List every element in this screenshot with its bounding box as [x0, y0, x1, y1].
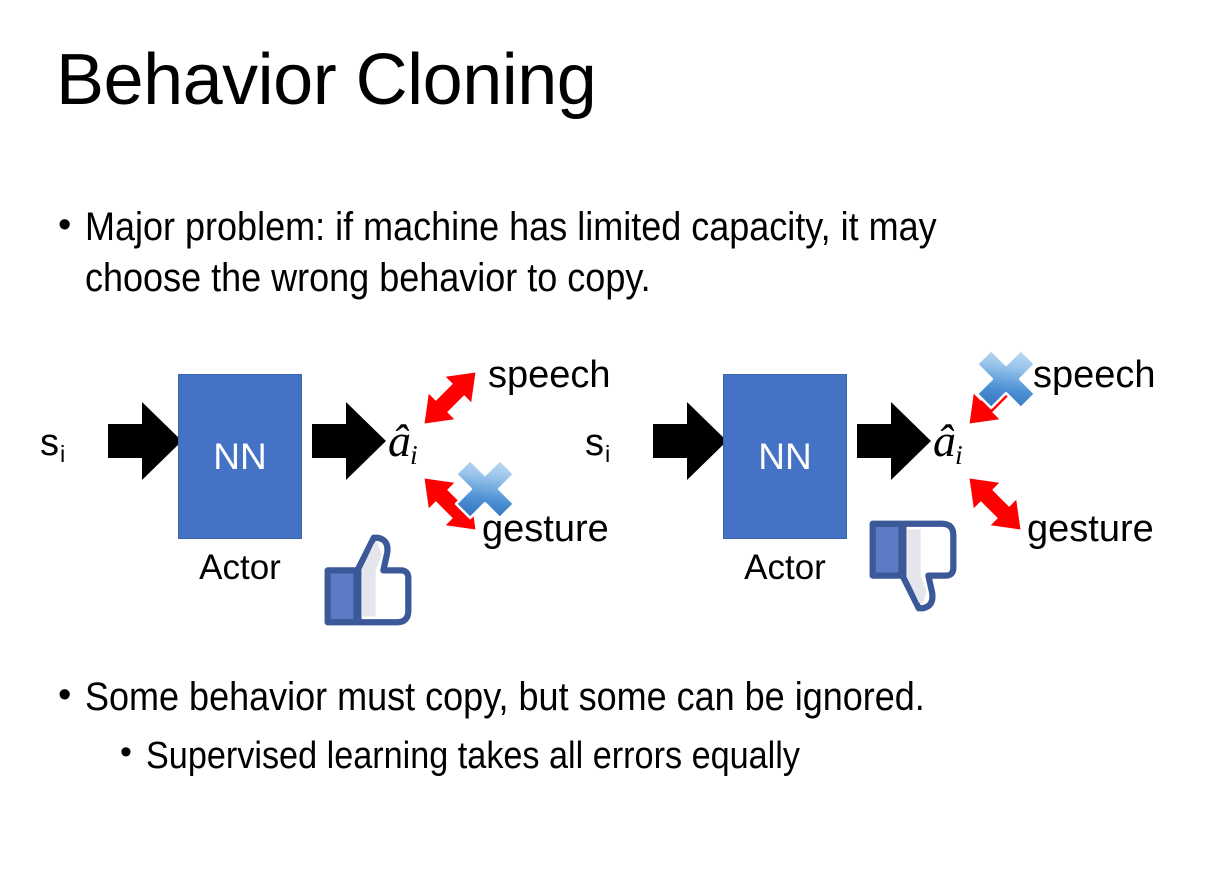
state-subscript: i: [605, 441, 611, 467]
nn-box-right: NN: [723, 374, 847, 539]
action-symbol: â: [388, 415, 411, 466]
arrow-shaft: [857, 424, 897, 458]
block-arrow-right-icon-out-left: [312, 402, 386, 480]
bullet-marker-icon: •: [58, 674, 72, 716]
arrow-head: [142, 402, 182, 480]
actor-label-right: Actor: [744, 548, 826, 587]
bullet-top-problem: • Major problem: if machine has limited …: [58, 202, 1178, 304]
bullet-bottom-primary-text: Some behavior must copy, but some can be…: [85, 675, 926, 719]
arrow-shaft: [653, 424, 693, 458]
diagram-right-bad-copy: si NN Actor âi speech gesture: [565, 340, 1156, 630]
state-label-left: si: [40, 422, 65, 466]
branch-label-speech-left: speech: [488, 354, 611, 396]
action-label-right: âi: [933, 415, 964, 469]
arrow-shaft: [108, 424, 148, 458]
bullet-marker-icon: •: [120, 733, 132, 771]
nn-label: NN: [213, 436, 267, 477]
bullet-bottom-primary: • Some behavior must copy, but some can …: [58, 672, 1188, 723]
state-label-right: si: [585, 422, 610, 466]
branch-label-gesture-right: gesture: [1027, 508, 1154, 550]
bullet-bottom-secondary-text: Supervised learning takes all errors equ…: [145, 735, 800, 777]
blue-x-icon-left-on-gesture: [454, 458, 516, 520]
block-arrow-right-icon-in-left: [108, 402, 182, 480]
bullet-bottom-secondary: • Supervised learning takes all errors e…: [120, 732, 1190, 781]
state-symbol: s: [585, 422, 604, 464]
blue-x-icon-right-on-speech: [975, 348, 1037, 410]
arrow-shaft: [312, 424, 352, 458]
diagram-left-good-copy: si NN Actor âi speech: [20, 340, 611, 630]
thumbs-down-icon-right: [869, 520, 957, 612]
nn-label: NN: [758, 436, 812, 477]
action-subscript: i: [410, 439, 418, 470]
action-symbol: â: [933, 415, 956, 466]
block-arrow-right-icon-out-right: [857, 402, 931, 480]
bullet-marker-icon: •: [58, 204, 72, 246]
thumbs-up-icon-left: [324, 534, 412, 626]
state-symbol: s: [40, 422, 59, 464]
action-label-left: âi: [388, 415, 419, 469]
nn-box-left: NN: [178, 374, 302, 539]
arrow-head: [687, 402, 727, 480]
branch-label-speech-right: speech: [1033, 354, 1156, 396]
arrow-head: [891, 402, 931, 480]
actor-label-left: Actor: [199, 548, 281, 587]
page-title: Behavior Cloning: [56, 40, 597, 120]
bullet-top-text: Major problem: if machine has limited ca…: [85, 205, 937, 301]
arrow-head: [346, 402, 386, 480]
action-subscript: i: [955, 439, 963, 470]
state-subscript: i: [60, 441, 66, 467]
block-arrow-right-icon-in-right: [653, 402, 727, 480]
